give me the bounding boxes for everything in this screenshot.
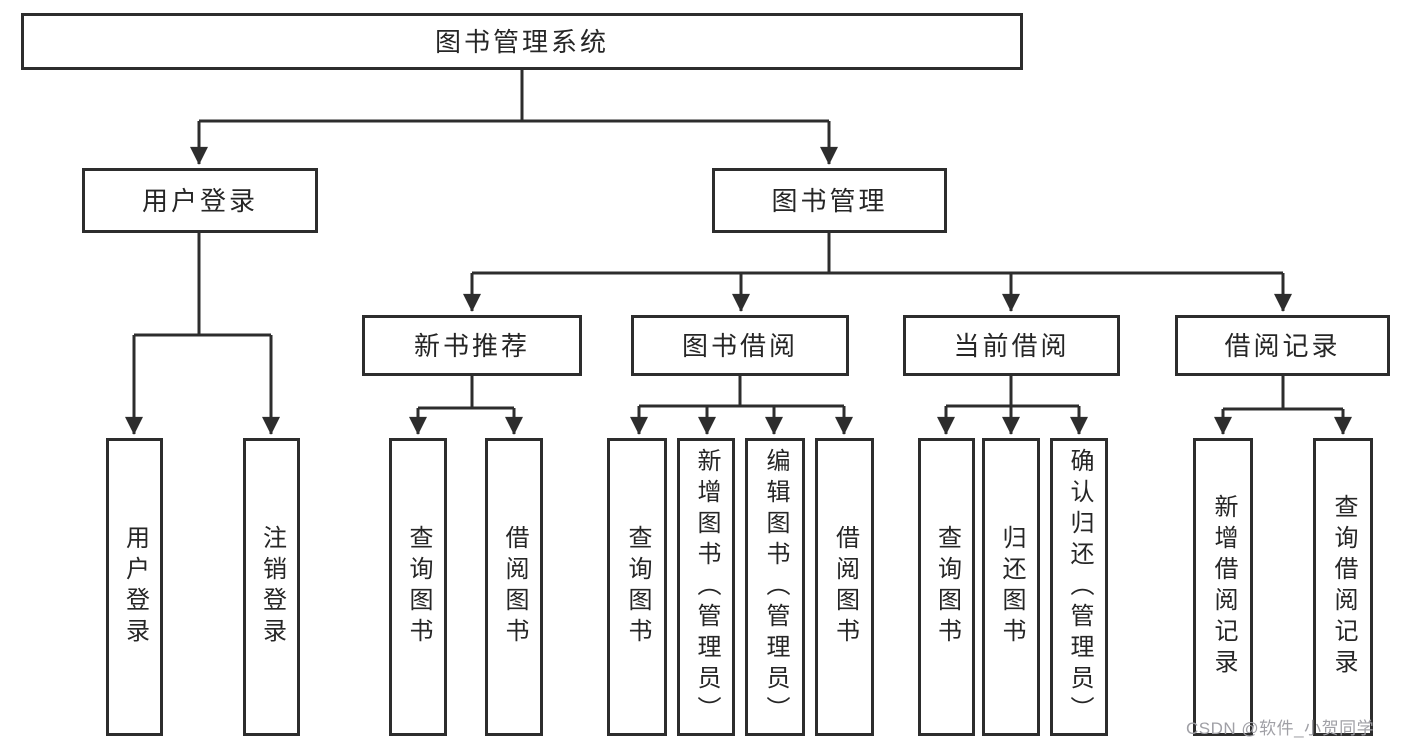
csdn-watermark: CSDN @软件_小贺同学 [1186, 719, 1375, 738]
leaf-br-add-record: 新增借阅记录 [1193, 438, 1253, 736]
leaf-br-query-record: 查询借阅记录 [1313, 438, 1373, 736]
leaf-bb-query-book: 查询图书 [607, 438, 667, 736]
leaf-user-login: 用户登录 [106, 438, 163, 736]
leaf-cb-confirm-return-admin: 确认归还（管理员） [1050, 438, 1108, 736]
leaf-nb-query-book: 查询图书 [389, 438, 447, 736]
node-book-borrow: 图书借阅 [631, 315, 849, 376]
leaf-nb-borrow-book: 借阅图书 [485, 438, 543, 736]
node-library-system: 图书管理系统 [21, 13, 1023, 70]
leaf-cb-query-book: 查询图书 [918, 438, 975, 736]
leaf-logout: 注销登录 [243, 438, 300, 736]
leaf-bb-edit-book-admin: 编辑图书（管理员） [745, 438, 805, 736]
leaf-bb-borrow-book: 借阅图书 [815, 438, 874, 736]
leaf-bb-add-book-admin: 新增图书（管理员） [677, 438, 735, 736]
node-current-borrow: 当前借阅 [903, 315, 1120, 376]
node-new-book-recommend: 新书推荐 [362, 315, 582, 376]
node-user-login: 用户登录 [82, 168, 318, 233]
leaf-cb-return-book: 归还图书 [982, 438, 1040, 736]
node-borrow-record: 借阅记录 [1175, 315, 1390, 376]
node-book-management: 图书管理 [712, 168, 947, 233]
